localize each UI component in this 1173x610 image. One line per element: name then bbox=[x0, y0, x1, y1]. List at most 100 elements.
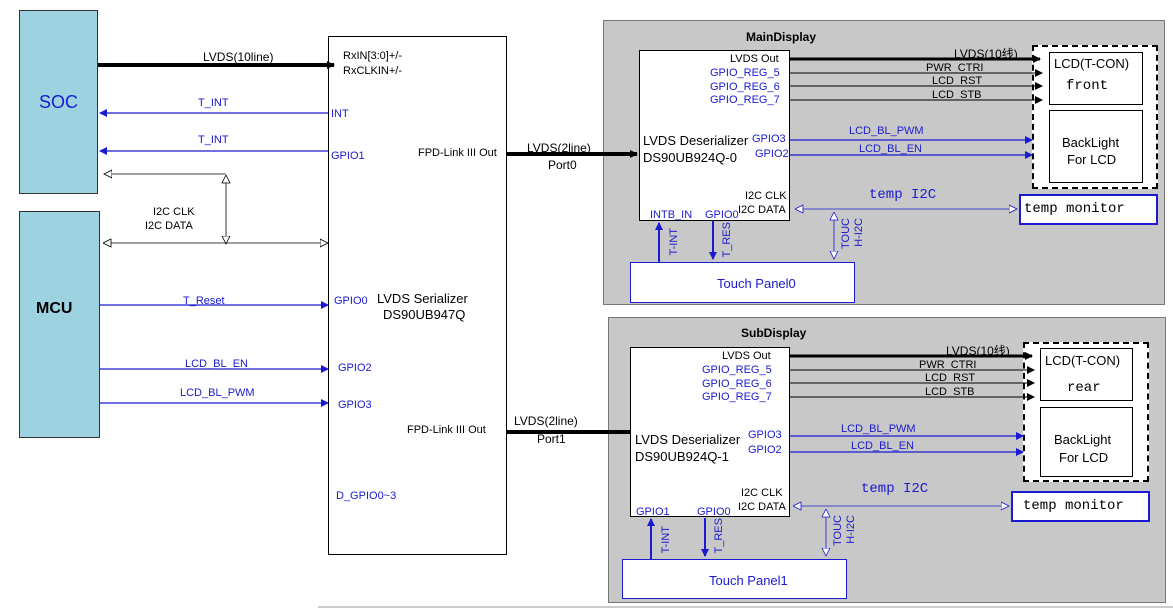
ser-pin-gpio3: GPIO3 bbox=[338, 399, 372, 411]
ser-pin-fpd-out-0: FPD-Link III Out bbox=[418, 147, 497, 159]
lcd-front-sub: front bbox=[1066, 78, 1109, 94]
ser-pin-d-gpio: D_GPIO0~3 bbox=[336, 490, 397, 502]
sig-t-int-1: T_INT bbox=[198, 97, 229, 109]
deser0-label-1: LVDS Deserializer bbox=[643, 133, 749, 148]
sub-sig-pwr-ctri: PWR_CTRI bbox=[919, 359, 977, 371]
sig-lvds-10line: LVDS(10line) bbox=[203, 50, 274, 64]
d0-pin-gpio-reg-6: GPIO_REG_6 bbox=[710, 81, 780, 93]
main-sig-lcd-bl-en: LCD_BL_EN bbox=[859, 143, 922, 155]
sub-sig-lcd-rst: LCD_RST bbox=[925, 372, 976, 384]
main-sig-lcd-rst: LCD_RST bbox=[932, 75, 983, 87]
main-sig-touch-a: TOUC bbox=[840, 218, 852, 249]
sub-sig-lcd-bl-pwm: LCD_BL_PWM bbox=[841, 423, 916, 435]
main-display-title: MainDisplay bbox=[746, 30, 817, 44]
deser0-label-2: DS90UB924Q-0 bbox=[643, 150, 737, 165]
temp-monitor-1-label: temp monitor bbox=[1023, 498, 1124, 514]
temp-monitor-1-box bbox=[1011, 491, 1150, 522]
soc-label: SOC bbox=[39, 92, 79, 112]
deserializer-1-block bbox=[630, 347, 790, 517]
lcd-front-title: LCD(T-CON) bbox=[1054, 56, 1130, 71]
ser-pin-rxclkin: RxCLKIN+/- bbox=[343, 65, 402, 77]
main-sig-touch-b: H-I2C bbox=[853, 218, 865, 247]
main-sig-t-res: T_RES bbox=[721, 222, 733, 258]
ser-pin-gpio0: GPIO0 bbox=[334, 295, 368, 307]
d1-pin-gpio-reg-7: GPIO_REG_7 bbox=[702, 391, 772, 403]
sig-i2c-data: I2C DATA bbox=[145, 220, 193, 232]
d0-pin-gpio-reg-7: GPIO_REG_7 bbox=[710, 94, 780, 106]
ser-pin-int: INT bbox=[331, 108, 349, 120]
sub-sig-lvds-10: LVDS(10线) bbox=[946, 344, 1010, 358]
link-port0: Port0 bbox=[548, 158, 577, 172]
backlight-front-box bbox=[1049, 110, 1143, 183]
temp-monitor-0-label: temp monitor bbox=[1024, 201, 1125, 217]
soc-block bbox=[19, 10, 98, 194]
sub-sig-lcd-bl-en: LCD_BL_EN bbox=[851, 440, 914, 452]
d0-pin-gpio-reg-5: GPIO_REG_5 bbox=[710, 67, 780, 79]
touch-panel-0-box bbox=[630, 262, 855, 303]
main-sig-pwr-ctri: PWR_CTRI bbox=[926, 62, 984, 74]
d0-pin-gpio2: GPIO2 bbox=[755, 148, 789, 160]
backlight-front-2: For LCD bbox=[1067, 152, 1117, 167]
sig-t-int-2: T_INT bbox=[198, 134, 229, 146]
mcu-block bbox=[19, 211, 100, 438]
sub-sig-t-int: T-INT bbox=[660, 526, 672, 554]
sig-i2c-clk: I2C CLK bbox=[153, 206, 195, 218]
sub-display-title: SubDisplay bbox=[741, 326, 807, 340]
link-lvds-2line-1: LVDS(2line) bbox=[514, 414, 578, 428]
backlight-rear-1: BackLight bbox=[1054, 432, 1112, 447]
d0-pin-i2c-data: I2C DATA bbox=[738, 204, 786, 216]
lcd-rear-title: LCD(T-CON) bbox=[1045, 353, 1121, 368]
d0-pin-lvds-out: LVDS Out bbox=[730, 53, 779, 65]
deser1-label-2: DS90UB924Q-1 bbox=[635, 449, 729, 464]
link-port1: Port1 bbox=[537, 432, 566, 446]
d1-pin-gpio1: GPIO1 bbox=[636, 506, 670, 518]
temp-monitor-0-box bbox=[1019, 194, 1158, 225]
mcu-label: MCU bbox=[36, 300, 73, 317]
serializer-label-1: LVDS Serializer bbox=[377, 291, 468, 306]
ser-pin-fpd-out-1: FPD-Link III Out bbox=[407, 424, 486, 436]
serializer-label-2: DS90UB947Q bbox=[383, 307, 466, 322]
d1-pin-i2c-data: I2C DATA bbox=[738, 501, 786, 513]
sig-lcd-bl-pwm: LCD_BL_PWM bbox=[180, 387, 255, 399]
d1-pin-i2c-clk: I2C CLK bbox=[741, 487, 783, 499]
link-lvds-2line-0: LVDS(2line) bbox=[527, 141, 591, 155]
lcd-rear-sub: rear bbox=[1067, 380, 1101, 396]
d0-pin-i2c-clk: I2C CLK bbox=[745, 190, 787, 202]
touch-panel-0-label: Touch Panel0 bbox=[717, 276, 796, 291]
ser-pin-gpio1: GPIO1 bbox=[331, 150, 365, 162]
sub-sig-touch-a: TOUC bbox=[832, 515, 844, 546]
sig-lcd-bl-en: LCD_BL_EN bbox=[185, 358, 248, 370]
backlight-rear-2: For LCD bbox=[1059, 450, 1109, 465]
main-sig-lvds-10: LVDS(10线) bbox=[954, 47, 1018, 61]
lcd-front-tcon-box bbox=[1049, 52, 1143, 105]
backlight-rear-box bbox=[1040, 407, 1133, 477]
sub-sig-touch-b: H-I2C bbox=[845, 515, 857, 544]
d1-pin-lvds-out: LVDS Out bbox=[722, 350, 771, 362]
deser1-label-1: LVDS Deserializer bbox=[635, 432, 741, 447]
d0-pin-intb-in: INTB_IN bbox=[650, 209, 693, 221]
d0-pin-gpio0: GPIO0 bbox=[705, 209, 739, 221]
main-sig-lcd-stb: LCD_STB bbox=[932, 89, 982, 101]
d1-pin-gpio3: GPIO3 bbox=[748, 429, 782, 441]
touch-panel-1-box bbox=[622, 559, 847, 599]
d1-pin-gpio2: GPIO2 bbox=[748, 444, 782, 456]
d1-pin-gpio0: GPIO0 bbox=[697, 506, 731, 518]
main-sig-t-int: T-INT bbox=[668, 228, 680, 256]
main-sig-temp-i2c: temp I2C bbox=[869, 187, 937, 203]
sub-sig-t-res: T_RES bbox=[713, 518, 725, 554]
ser-pin-rxin: RxIN[3:0]+/- bbox=[343, 50, 402, 62]
d1-pin-gpio-reg-5: GPIO_REG_5 bbox=[702, 364, 772, 376]
lcd-rear-tcon-box bbox=[1040, 348, 1133, 401]
d1-pin-gpio-reg-6: GPIO_REG_6 bbox=[702, 378, 772, 390]
sig-t-reset: T_Reset bbox=[183, 295, 225, 307]
sub-sig-temp-i2c: temp I2C bbox=[861, 481, 929, 497]
ser-pin-gpio2: GPIO2 bbox=[338, 362, 372, 374]
serializer-block bbox=[328, 36, 507, 555]
sub-sig-lcd-stb: LCD_STB bbox=[925, 386, 975, 398]
d0-pin-gpio3: GPIO3 bbox=[752, 133, 786, 145]
main-sig-lcd-bl-pwm: LCD_BL_PWM bbox=[849, 125, 924, 137]
backlight-front-1: BackLight bbox=[1062, 135, 1120, 150]
deserializer-0-block bbox=[639, 50, 790, 221]
